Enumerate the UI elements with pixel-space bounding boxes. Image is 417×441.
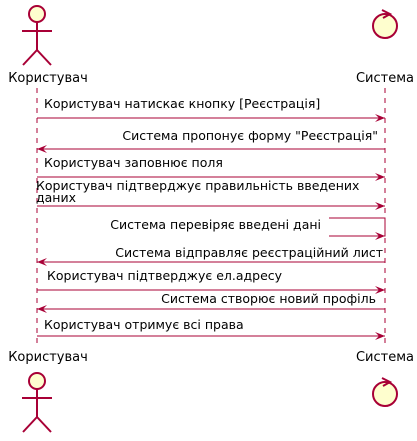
message-label-line-1: Користувач підтверджує правильність введ… <box>36 178 359 193</box>
message-7: Користувач підтверджує ел.адресу <box>37 268 385 294</box>
participant-user-bottom-name: Користувач <box>8 350 88 365</box>
arrowhead <box>375 202 385 210</box>
message-label: Система пропонує форму "Реєстрація" <box>122 128 378 143</box>
control-circle-icon <box>372 9 398 39</box>
message-label: Користувач підтверджує ел.адресу <box>47 268 283 283</box>
message-4: Користувач підтверджує правильність введ… <box>36 178 385 210</box>
actor-stick-figure-icon <box>22 5 52 66</box>
message-label-line-2: даних <box>36 190 76 205</box>
message-5-self: Система перевіряє введені дані <box>110 217 386 240</box>
message-label: Система відправляє реєстраційний лист <box>115 245 383 260</box>
message-9: Користувач отримує всі права <box>37 317 385 340</box>
message-label: Система створює новий профіль <box>161 291 376 306</box>
arrowhead <box>375 332 385 340</box>
message-1: Користувач натискає кнопку [Реєстрація] <box>37 96 385 122</box>
message-8: Система створює новий профіль <box>37 291 385 313</box>
message-label: Система перевіряє введені дані <box>110 217 321 232</box>
arrowhead <box>37 305 47 313</box>
message-6: Система відправляє реєстраційний лист <box>37 245 385 266</box>
message-label: Користувач натискає кнопку [Реєстрація] <box>44 96 320 111</box>
participant-system-bottom-name: Система <box>356 350 414 365</box>
control-circle-icon <box>372 377 398 407</box>
arrowhead <box>375 114 385 122</box>
arrowhead <box>375 286 385 294</box>
participant-user-top-name: Користувач <box>8 71 88 86</box>
arrowhead <box>37 145 47 153</box>
message-3: Користувач заповнює поля <box>37 155 385 181</box>
message-label: Користувач заповнює поля <box>44 155 223 170</box>
participant-system-top-name: Система <box>356 71 414 86</box>
message-2: Система пропонує форму "Реєстрація" <box>37 128 385 153</box>
arrowhead <box>375 173 385 181</box>
arrowhead <box>37 258 47 266</box>
message-label: Користувач отримує всі права <box>44 317 244 332</box>
actor-stick-figure-icon <box>22 372 52 433</box>
arrowhead <box>375 232 385 240</box>
